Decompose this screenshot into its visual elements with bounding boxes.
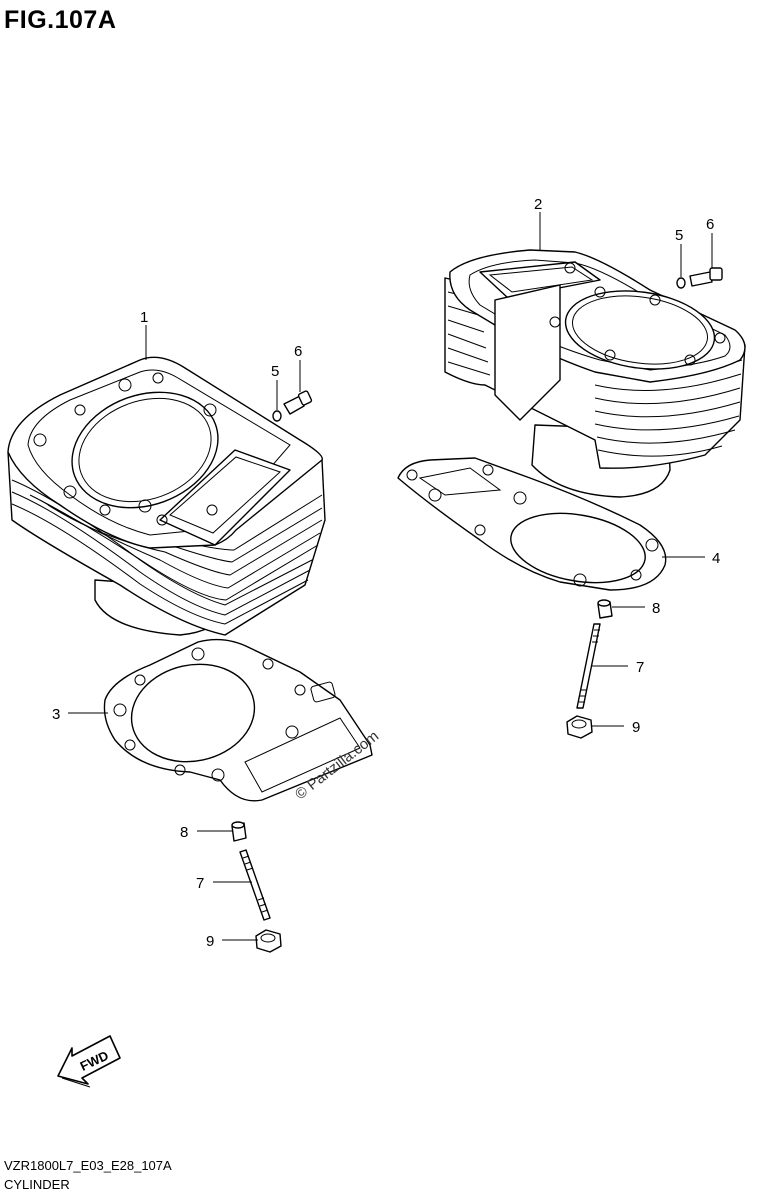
diagram-name: CYLINDER bbox=[4, 1177, 70, 1192]
rear-dowel-pin[interactable] bbox=[597, 599, 613, 619]
rear-cylinder[interactable] bbox=[444, 249, 746, 498]
callout-8a: 8 bbox=[180, 824, 188, 841]
rear-nut[interactable] bbox=[566, 715, 593, 739]
rear-stud-bolt[interactable] bbox=[576, 623, 601, 709]
callout-6a: 6 bbox=[294, 343, 302, 360]
callout-7b: 7 bbox=[636, 659, 644, 676]
rear-oring[interactable] bbox=[676, 277, 686, 289]
callout-5b: 5 bbox=[675, 227, 683, 244]
front-cylinder-gasket[interactable] bbox=[103, 638, 373, 802]
callout-1: 1 bbox=[140, 309, 148, 326]
front-stud-bolt[interactable] bbox=[239, 849, 271, 921]
callout-8b: 8 bbox=[652, 600, 660, 617]
front-cylinder[interactable] bbox=[7, 356, 326, 636]
front-fitting[interactable] bbox=[283, 390, 313, 415]
front-dowel-pin[interactable] bbox=[231, 821, 247, 842]
callout-9b: 9 bbox=[632, 719, 640, 736]
front-oring[interactable] bbox=[272, 410, 282, 422]
front-nut[interactable] bbox=[255, 929, 282, 953]
callout-7a: 7 bbox=[196, 875, 204, 892]
callout-5a: 5 bbox=[271, 363, 279, 380]
diagram-code: VZR1800L7_E03_E28_107A bbox=[4, 1158, 172, 1173]
rear-fitting[interactable] bbox=[689, 267, 723, 287]
fwd-arrow-icon: FWD bbox=[57, 1035, 121, 1088]
rear-cylinder-gasket[interactable] bbox=[397, 457, 667, 592]
callout-3: 3 bbox=[52, 706, 60, 723]
callout-6b: 6 bbox=[706, 216, 714, 233]
callout-4: 4 bbox=[712, 550, 720, 567]
callout-2: 2 bbox=[534, 196, 542, 213]
figure-title: FIG.107A bbox=[4, 6, 117, 34]
callout-9a: 9 bbox=[206, 933, 214, 950]
